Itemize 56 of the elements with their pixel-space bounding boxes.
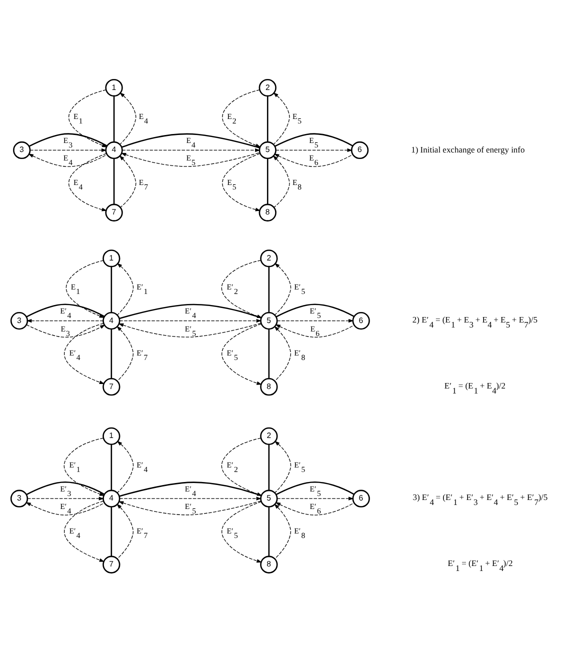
connector (276, 482, 354, 496)
arrow (26, 318, 104, 323)
connector (268, 329, 270, 378)
arrow (116, 262, 134, 316)
arrow (26, 324, 106, 338)
arrow (27, 496, 104, 500)
connector (110, 329, 112, 378)
arrow (119, 496, 262, 500)
arrow (274, 262, 292, 316)
connector (268, 506, 270, 556)
connector (276, 304, 354, 318)
arrow (66, 260, 105, 318)
arrow (276, 318, 354, 323)
arrow (275, 324, 354, 338)
connector (268, 444, 270, 490)
arrow (116, 326, 134, 382)
arrow (119, 318, 262, 323)
arrow (64, 438, 105, 496)
arrow (122, 148, 260, 152)
arrow (30, 148, 107, 152)
arrow (274, 326, 292, 382)
arrow (118, 500, 262, 516)
arrow (64, 500, 105, 562)
label: 1) Initial exchange of energy info (411, 144, 525, 154)
arrow (222, 324, 262, 385)
arrow (274, 154, 354, 167)
connector (268, 266, 270, 312)
arrow (275, 502, 354, 516)
arrow (273, 92, 290, 145)
connector (266, 96, 268, 142)
arrow (274, 504, 292, 560)
connector (26, 304, 105, 318)
connector (110, 444, 112, 490)
arrow (274, 440, 292, 494)
arrow (116, 504, 134, 560)
connector (113, 158, 115, 204)
connector (110, 506, 112, 556)
arrow (222, 501, 262, 563)
connector (266, 158, 268, 204)
arrow (119, 155, 136, 208)
arrow (68, 153, 108, 212)
arrow (276, 496, 354, 500)
arrow (26, 502, 105, 516)
arrow (120, 92, 136, 145)
arrow (120, 152, 260, 167)
arrow (28, 154, 108, 167)
arrow (222, 153, 261, 212)
arrow (116, 440, 134, 494)
connector (110, 266, 112, 312)
arrow (275, 148, 352, 152)
connector (113, 96, 115, 142)
arrow (272, 155, 290, 208)
connector (274, 133, 354, 147)
arrow (118, 322, 262, 338)
connector (26, 482, 105, 496)
arrow (64, 323, 105, 384)
